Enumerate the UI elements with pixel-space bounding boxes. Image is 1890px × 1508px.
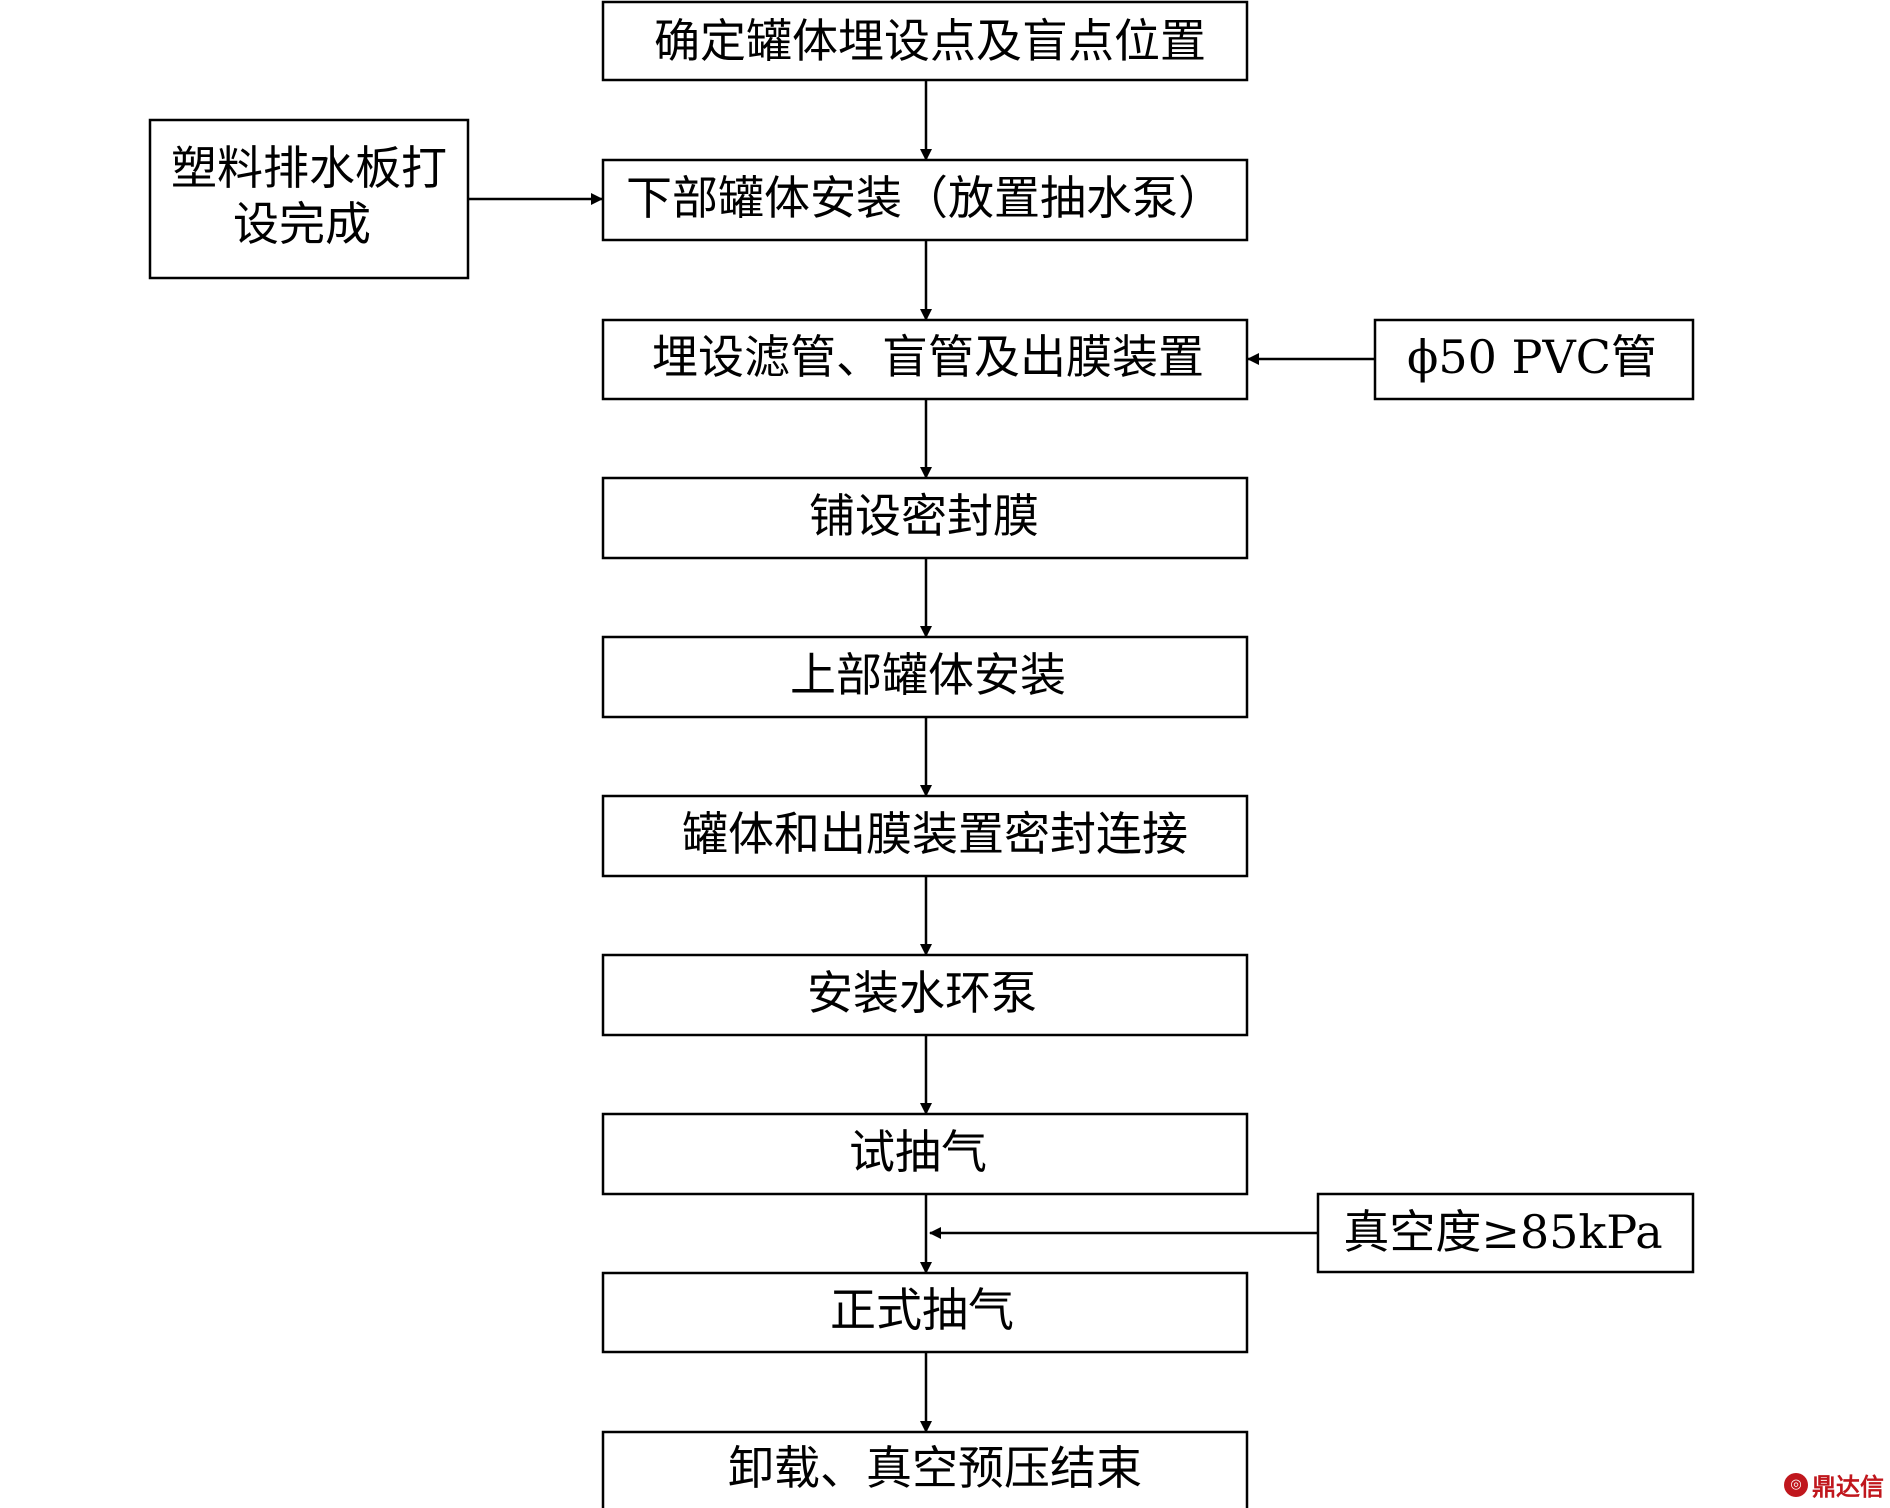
node-pvc-pipe-label: ϕ50 PVC管 bbox=[1407, 330, 1657, 384]
watermark-logo-icon: ◎ bbox=[1784, 1472, 1808, 1497]
node-lay-membrane: 铺设密封膜 bbox=[601, 476, 1249, 560]
node-drain-board-done-label-line2: 设完成 bbox=[233, 197, 371, 251]
node-unload-end: 卸载、真空预压结束 bbox=[601, 1430, 1249, 1508]
node-trial-pumping: 试抽气 bbox=[601, 1112, 1249, 1196]
node-seal-connection-label: 罐体和出膜装置密封连接 bbox=[682, 807, 1188, 861]
node-vacuum-degree: 真空度≥85kPa bbox=[1316, 1192, 1695, 1274]
node-unload-end-label: 卸载、真空预压结束 bbox=[728, 1441, 1142, 1495]
watermark-text: 鼎达信 bbox=[1812, 1473, 1884, 1501]
node-lay-membrane-label: 铺设密封膜 bbox=[809, 489, 1039, 543]
node-formal-pumping: 正式抽气 bbox=[601, 1271, 1249, 1354]
watermark: ◎ 鼎达信 bbox=[1784, 1467, 1884, 1502]
node-upper-tank-install: 上部罐体安装 bbox=[601, 635, 1249, 719]
node-drain-board-done: 塑料排水板打 设完成 bbox=[148, 118, 470, 280]
node-bury-filter-pipes: 埋设滤管、盲管及出膜装置 bbox=[601, 318, 1249, 401]
node-lower-tank-install: 下部罐体安装（放置抽水泵） bbox=[601, 158, 1249, 242]
node-bury-filter-pipes-label: 埋设滤管、盲管及出膜装置 bbox=[652, 330, 1204, 384]
node-install-pump: 安装水环泵 bbox=[601, 953, 1249, 1037]
node-upper-tank-install-label: 上部罐体安装 bbox=[790, 648, 1066, 702]
node-drain-board-done-label-line1: 塑料排水板打 bbox=[171, 141, 447, 195]
node-trial-pumping-label: 试抽气 bbox=[849, 1125, 987, 1179]
node-determine-positions: 确定罐体埋设点及盲点位置 bbox=[601, 0, 1249, 82]
node-formal-pumping-label: 正式抽气 bbox=[830, 1283, 1014, 1337]
node-seal-connection: 罐体和出膜装置密封连接 bbox=[601, 794, 1249, 878]
node-determine-positions-label: 确定罐体埋设点及盲点位置 bbox=[654, 14, 1206, 68]
node-pvc-pipe: ϕ50 PVC管 bbox=[1373, 318, 1695, 401]
node-install-pump-label: 安装水环泵 bbox=[807, 966, 1037, 1020]
node-lower-tank-install-label: 下部罐体安装（放置抽水泵） bbox=[626, 171, 1224, 225]
node-vacuum-degree-label: 真空度≥85kPa bbox=[1343, 1205, 1662, 1259]
